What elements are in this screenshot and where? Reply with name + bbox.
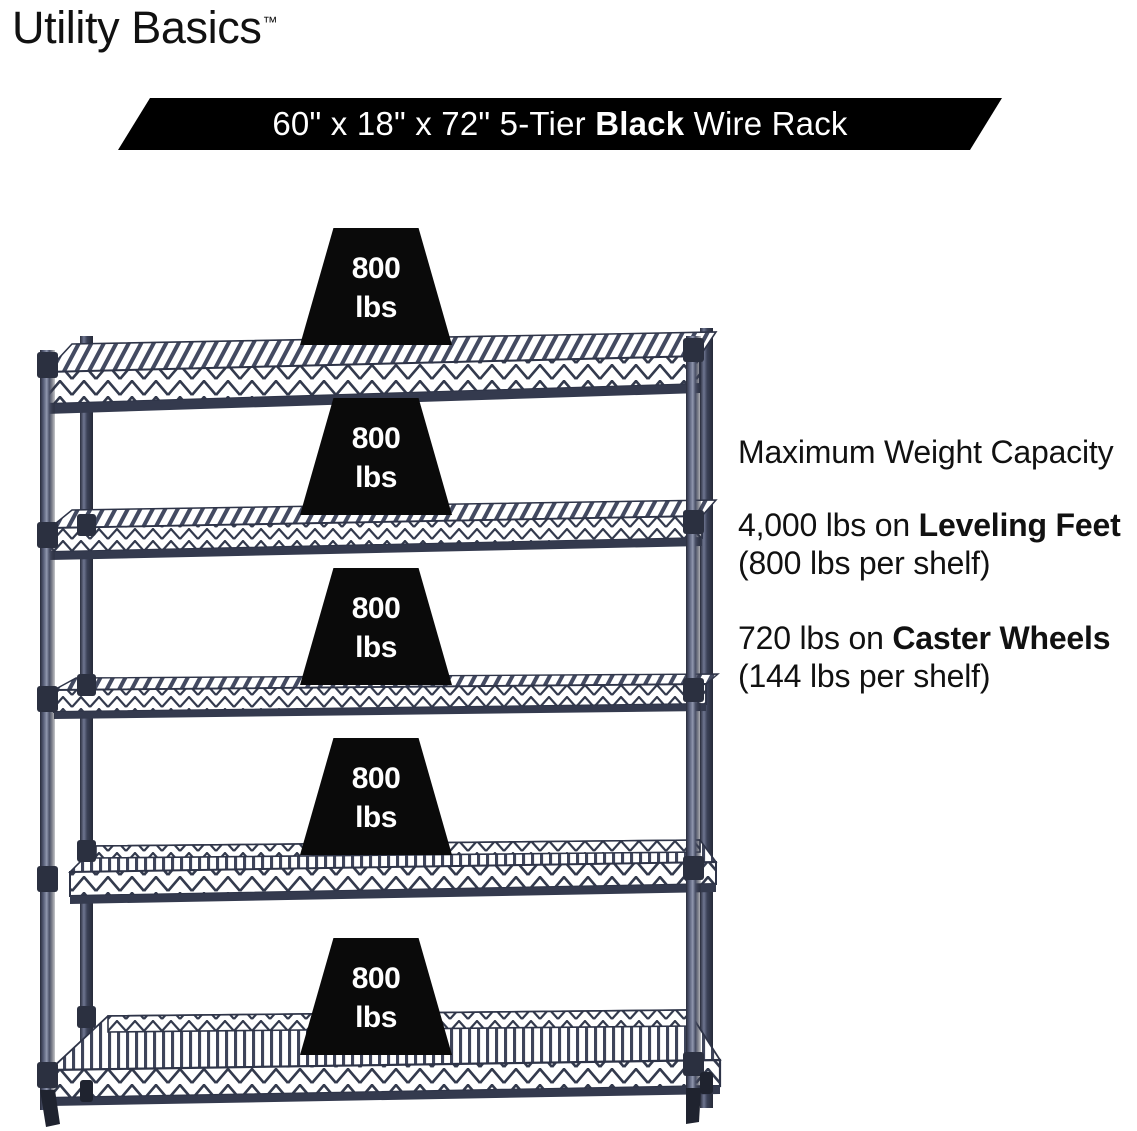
capacity-badge-value: 800 (351, 591, 401, 625)
capacity-badge-value: 800 (351, 761, 401, 795)
leveling-feet (40, 1072, 713, 1127)
leveling-feet-lead: 4,000 lbs on (738, 507, 919, 544)
leveling-foot-front-left (40, 1090, 60, 1127)
title-banner-text: 60" x 18" x 72" 5-Tier Black Wire Rack (272, 107, 847, 142)
caster-wheels-tail: (144 lbs per shelf) (738, 657, 991, 694)
shelf-tier-2 (47, 499, 718, 560)
capacity-badge-unit: lbs (355, 460, 397, 494)
brand-logo: Utility Basics™ (12, 2, 277, 54)
leveling-foot-rear-right (700, 1072, 713, 1094)
caster-wheels-bold: Caster Wheels (892, 620, 1111, 657)
banner-text-after: Wire Rack (684, 104, 848, 142)
leveling-feet-tail: (800 lbs per shelf) (738, 544, 991, 581)
wire-rack-svg (37, 328, 722, 1127)
title-banner: 60" x 18" x 72" 5-Tier Black Wire Rack (118, 98, 1002, 150)
banner-text-before: 60" x 18" x 72" 5-Tier (272, 104, 596, 142)
leveling-foot-rear-left (80, 1080, 93, 1102)
capacity-badge-value: 800 (351, 961, 401, 995)
leveling-feet-bold: Leveling Feet (918, 507, 1121, 544)
brand-name: Utility Basics (12, 2, 262, 53)
caster-wheels-lead: 720 lbs on (738, 620, 893, 657)
capacity-badge-unit: lbs (355, 290, 397, 324)
weight-capacity-info: Maximum Weight Capacity 4,000 lbs on Lev… (738, 434, 1136, 733)
capacity-badge-value: 800 (351, 421, 401, 455)
leveling-feet-capacity-text: 4,000 lbs on Leveling Feet (800 lbs per … (738, 507, 1136, 582)
capacity-badge-unit: lbs (355, 630, 397, 664)
capacity-badge-unit: lbs (355, 1000, 397, 1034)
post-collars (37, 338, 704, 1088)
capacity-badge-shelf-1: 800 lbs (300, 228, 452, 345)
capacity-badge-value: 800 (351, 251, 401, 285)
caster-wheels-capacity-text: 720 lbs on Caster Wheels (144 lbs per sh… (738, 620, 1136, 695)
wire-rack-illustration (0, 300, 740, 1131)
leveling-foot-front-right (686, 1088, 701, 1124)
trademark-symbol: ™ (262, 14, 278, 31)
banner-text-bold: Black (595, 104, 685, 142)
info-heading: Maximum Weight Capacity (738, 434, 1114, 470)
capacity-badge-unit: lbs (355, 800, 397, 834)
